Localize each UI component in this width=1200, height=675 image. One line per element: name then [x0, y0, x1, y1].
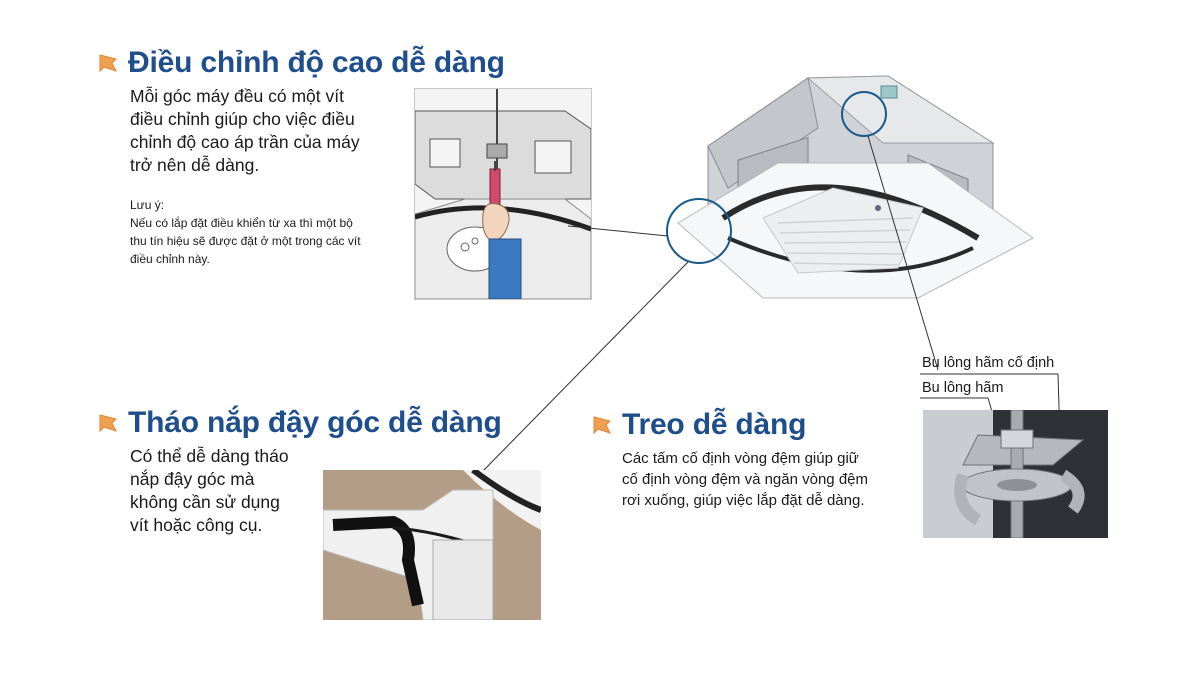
hang-body-line: rơi xuống, giúp việc lắp đặt dễ dàng.: [622, 492, 865, 509]
note-line: điều chỉnh này.: [130, 252, 210, 266]
height-note: Lưu ý: Nếu có lắp đặt điều khiển từ xa t…: [130, 196, 415, 268]
note-line: Nếu có lắp đặt điều khiển từ xa thì một …: [130, 216, 353, 230]
hang-body-line: Các tấm cố định vòng đệm giúp giữ: [622, 450, 859, 467]
bullet-icon: [593, 416, 611, 435]
height-body-line: trở nên dễ dàng.: [130, 155, 260, 175]
bolt-hanger-photo: [923, 410, 1108, 538]
height-body-line: chỉnh độ cao áp trần của máy: [130, 132, 360, 152]
hang-heading: Treo dễ dàng: [592, 408, 806, 442]
cover-body-line: vít hoặc công cụ.: [130, 515, 263, 535]
height-body-line: điều chỉnh giúp cho việc điều: [130, 109, 355, 129]
height-title: Điều chỉnh độ cao dễ dàng: [128, 46, 505, 79]
cover-body-line: không cần sử dụng: [130, 492, 280, 512]
connector-line: [481, 261, 689, 473]
height-adjust-illustration: [414, 88, 592, 300]
connector-line: [867, 135, 939, 371]
hang-title: Treo dễ dàng: [622, 408, 807, 441]
connector-line: [567, 225, 669, 237]
cover-heading: Tháo nắp đậy góc dễ dàng: [98, 406, 502, 440]
note-line: thu tín hiệu sẽ được đặt ở một trong các…: [130, 234, 361, 248]
cover-body-line: Có thể dễ dàng tháo: [130, 446, 289, 466]
bullet-icon: [99, 414, 117, 433]
corner-cover-photo: [323, 470, 541, 620]
cover-body: Có thể dễ dàng tháo nắp đậy góc mà không…: [130, 445, 320, 537]
cover-body-line: nắp đậy góc mà: [130, 469, 255, 489]
fixing-bolt-label: Bu lông hãm cố định: [922, 355, 1055, 371]
receiver-highlight-circle: [841, 91, 887, 137]
note-label: Lưu ý:: [130, 198, 165, 212]
bullet-icon: [99, 54, 117, 73]
hang-body-line: cố định vòng đệm và ngăn vòng đệm: [622, 471, 868, 488]
lock-bolt-label: Bu lông hãm: [922, 380, 1004, 396]
corner-highlight-circle: [666, 198, 732, 264]
height-body-line: Mỗi góc máy đều có một vít: [130, 86, 344, 106]
height-heading: Điều chỉnh độ cao dễ dàng: [98, 46, 505, 80]
cassette-unit-illustration: [668, 68, 1038, 308]
height-body: Mỗi góc máy đều có một vít điều chỉnh gi…: [130, 85, 410, 177]
cover-title: Tháo nắp đậy góc dễ dàng: [128, 406, 502, 439]
hang-body: Các tấm cố định vòng đệm giúp giữ cố địn…: [622, 448, 922, 511]
